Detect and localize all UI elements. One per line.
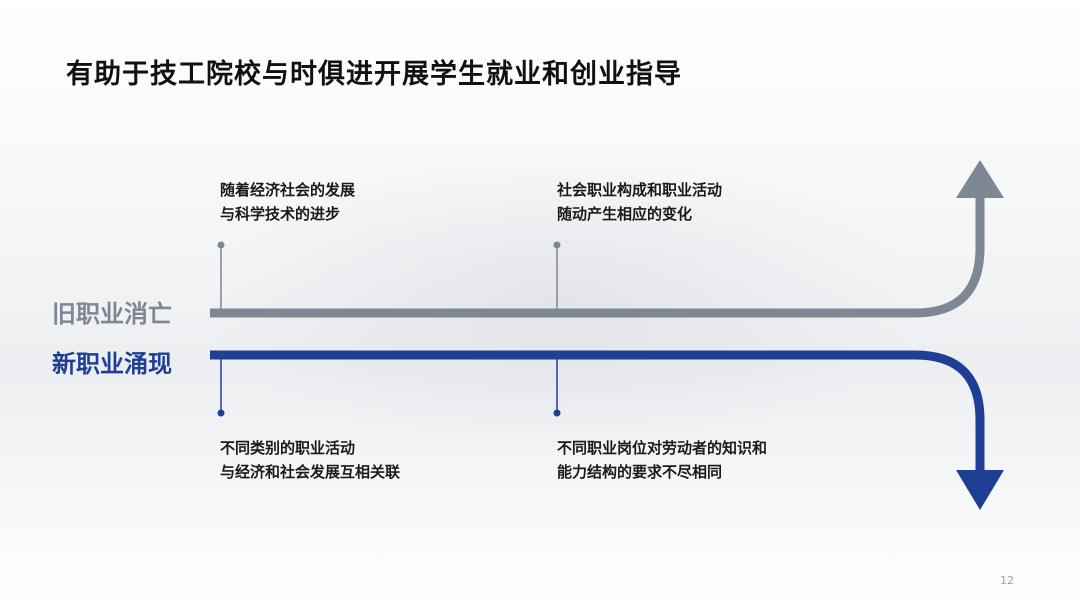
note-top-left: 随着经济社会的发展 与科学技术的进步 (220, 178, 355, 226)
page-number: 12 (1000, 574, 1014, 587)
note-bottom-right: 不同职业岗位对劳动者的知识和 能力结构的要求不尽相同 (557, 436, 767, 484)
connector-dot-bottom-left (217, 409, 225, 417)
note-bottom-left: 不同类别的职业活动 与经济和社会发展互相关联 (220, 436, 400, 484)
note-top-right: 社会职业构成和职业活动 随动产生相应的变化 (557, 178, 722, 226)
note-bottom-right-line-2: 能力结构的要求不尽相同 (557, 463, 723, 481)
note-top-left-line-2: 与科学技术的进步 (220, 205, 341, 223)
note-bottom-right-line-1: 不同职业岗位对劳动者的知识和 (557, 439, 768, 457)
down-arrow-icon (956, 470, 1004, 510)
connector-dot-bottom-right (553, 409, 561, 417)
old-career-arrow-line (210, 192, 985, 318)
connector-dot-top-right (553, 241, 561, 249)
note-top-right-line-2: 随动产生相应的变化 (557, 205, 693, 223)
note-bottom-left-line-2: 与经济和社会发展互相关联 (220, 463, 401, 481)
new-career-arrow-line (210, 350, 985, 474)
note-top-right-line-1: 社会职业构成和职业活动 (557, 181, 723, 199)
note-top-left-line-1: 随着经济社会的发展 (220, 181, 356, 199)
note-bottom-left-line-1: 不同类别的职业活动 (220, 439, 356, 457)
slide-title: 有助于技工院校与时俱进开展学生就业和创业指导 (66, 59, 682, 90)
up-arrow-icon (956, 160, 1004, 198)
new-career-label: 新职业涌现 (52, 350, 172, 378)
connector-dot-top-left (217, 241, 225, 249)
old-career-label: 旧职业消亡 (52, 300, 172, 328)
